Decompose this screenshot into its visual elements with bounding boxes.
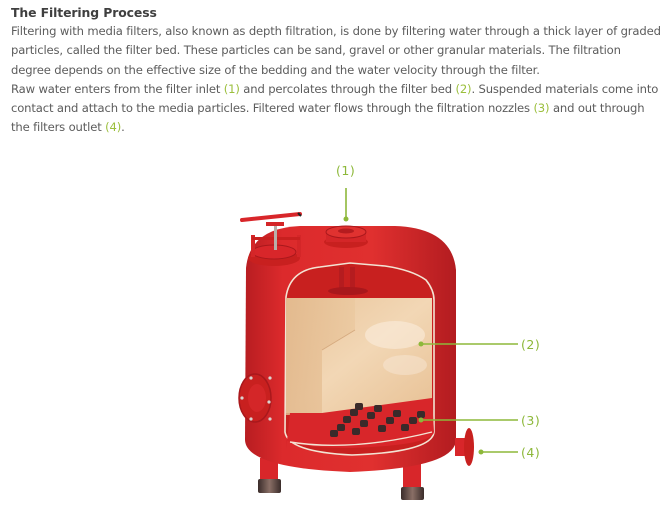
process-text-4: and out through the filters outlet [11, 101, 645, 135]
callout-label-inlet: (1) [336, 163, 356, 178]
filter-bed-shade [286, 298, 355, 415]
outlet-flange [464, 428, 474, 466]
manhole-clamp-left [251, 235, 255, 257]
filter-tank-illustration [238, 188, 518, 500]
manhole-bolts [240, 376, 272, 421]
inlet-opening [338, 228, 354, 234]
handwheel-hub [266, 222, 284, 226]
distributor-pipe [339, 267, 344, 289]
filter-bed-highlight [365, 321, 425, 349]
process-text-5: . [121, 120, 125, 135]
ref-outlet: (4) [105, 120, 122, 135]
callout-label-outlet: (4) [521, 445, 541, 460]
manhole-screw [274, 222, 277, 250]
filter-bed-edge [321, 329, 356, 351]
manhole-clamp-right [297, 235, 301, 257]
handwheel-tip [297, 212, 302, 217]
nozzle-plate-edge [289, 431, 433, 447]
process-text-2: and percolates through the filter bed [239, 81, 456, 96]
handwheel-bar [240, 212, 302, 222]
filter-diagram: (1) (2) (3) (4) [0, 150, 669, 517]
tank-leg-left [260, 458, 278, 480]
callout-label-filter-bed: (2) [521, 337, 541, 352]
outlet-pipe [455, 438, 467, 456]
distributor-pipe-2 [350, 267, 355, 289]
process-text-1: Raw water enters from the filter inlet [11, 81, 224, 96]
article-title: The Filtering Process [11, 5, 157, 20]
side-manhole-cover [248, 384, 266, 412]
ref-inlet: (1) [223, 81, 240, 96]
tank-leg-right [403, 460, 421, 488]
paragraph-intro: Filtering with media filters, also known… [11, 24, 661, 77]
distributor-plate [328, 287, 368, 295]
ref-nozzles: (3) [533, 101, 550, 116]
callout-label-nozzles: (3) [521, 413, 541, 428]
callout-lines [343, 188, 518, 455]
filter-bed-highlight-2 [383, 355, 427, 375]
filtration-nozzles [330, 403, 425, 437]
tank-foot-right [401, 487, 424, 500]
tank-foot-left [258, 479, 281, 493]
process-text-3: . Suspended materials come into contact … [11, 81, 659, 116]
paragraph-process: Raw water enters from the filter inlet (… [11, 80, 661, 138]
ref-filter-bed: (2) [455, 81, 472, 96]
article: The Filtering Process Filtering with med… [11, 3, 661, 138]
